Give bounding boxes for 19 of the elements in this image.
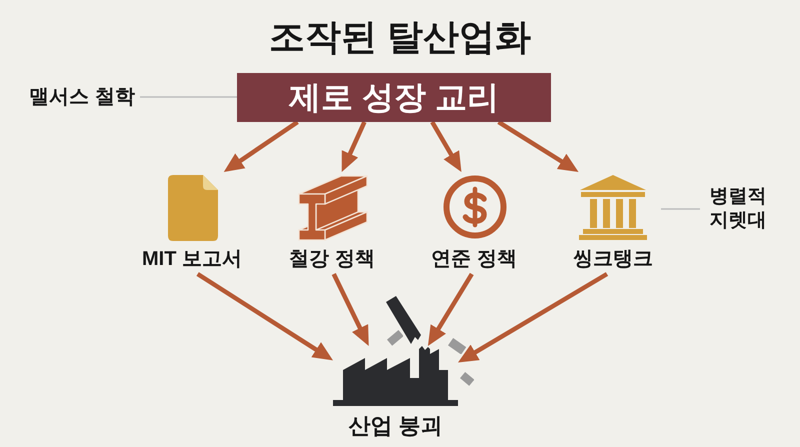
arrow xyxy=(224,120,299,172)
arrow xyxy=(332,273,369,346)
arrow xyxy=(430,120,462,172)
leader-line xyxy=(661,208,700,210)
node-label: 산업 붕괴 xyxy=(348,413,443,439)
title: 조작된 탈산업화 xyxy=(269,15,531,59)
annotation-label: 맬서스 철학 xyxy=(24,84,140,110)
banner-box: 제로 성장 교리 xyxy=(237,73,551,122)
node-label: MIT 보고서 xyxy=(142,247,242,272)
arrow xyxy=(428,272,474,346)
arrow xyxy=(497,120,579,172)
arrow xyxy=(196,272,333,360)
leader-line xyxy=(140,96,237,98)
arrow xyxy=(342,121,366,172)
node-label: 연준 정책 xyxy=(431,247,517,272)
annotation-label: 병렬적 지렛대 xyxy=(700,185,776,233)
arrow xyxy=(458,272,608,363)
node-label: 씽크탱크 xyxy=(573,247,653,272)
node-label: 철강 정책 xyxy=(289,247,375,272)
